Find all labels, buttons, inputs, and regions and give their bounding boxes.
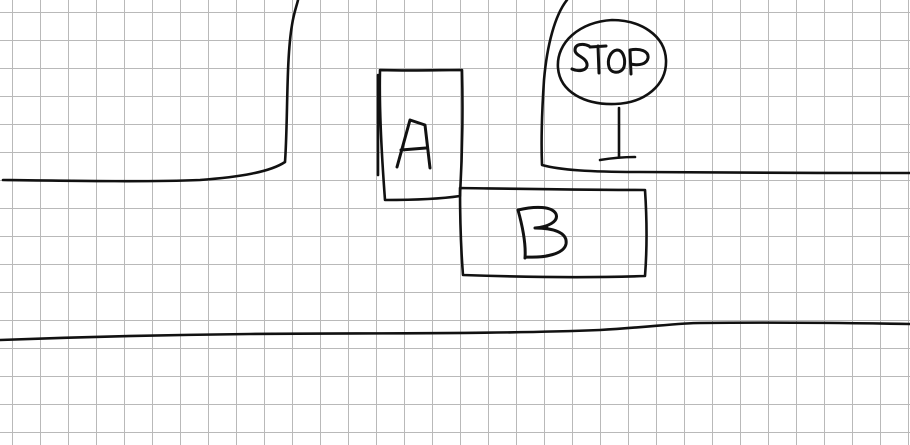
car-a-shape xyxy=(376,68,464,202)
right-curb xyxy=(540,0,910,175)
car-b-letter xyxy=(516,205,568,260)
stop-sign-lettering xyxy=(570,42,650,76)
car-b-shape xyxy=(458,186,648,279)
stop-sign-face xyxy=(556,18,668,106)
stop-sign-post xyxy=(598,106,637,162)
left-curb xyxy=(1,0,300,183)
road-bottom-edge xyxy=(0,321,910,342)
car-a-letter xyxy=(395,118,432,170)
